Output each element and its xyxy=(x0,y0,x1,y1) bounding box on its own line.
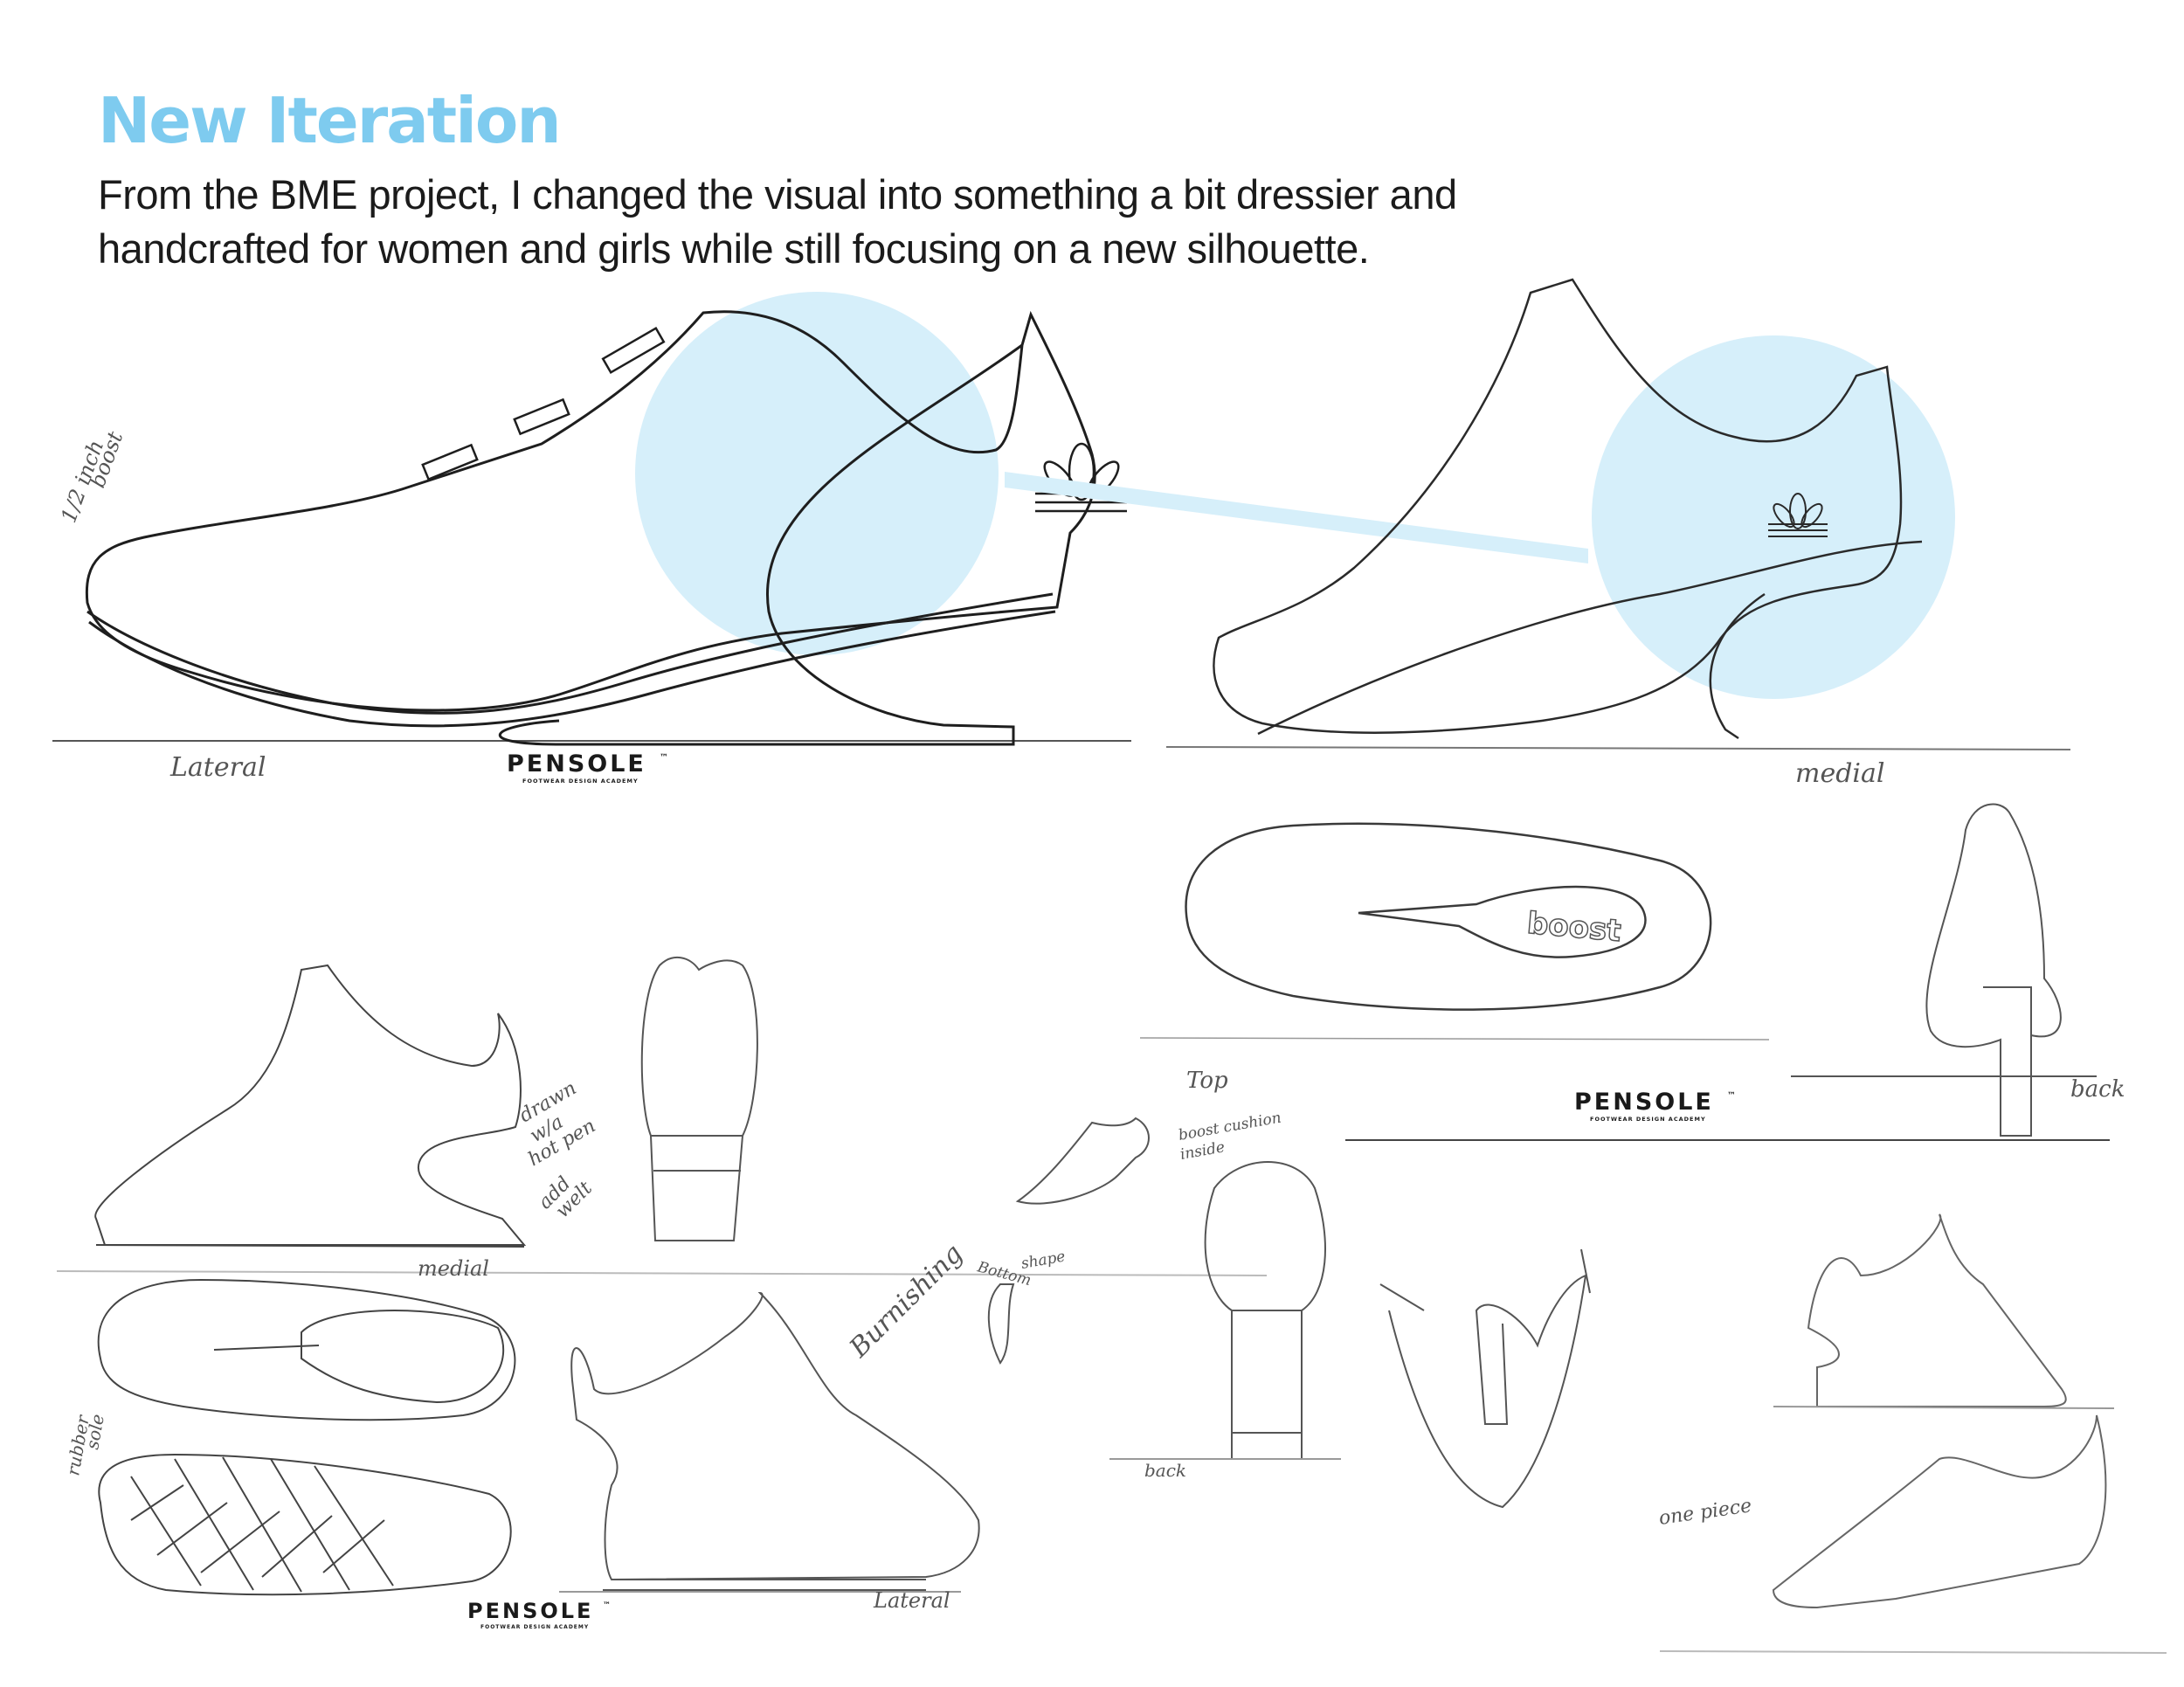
strap-2 xyxy=(513,398,570,436)
sole-band xyxy=(86,592,1054,715)
heel-sketch-lower-right: one piece xyxy=(1657,1414,2167,1654)
annotation-shape: shape xyxy=(1019,1248,1066,1273)
pensole-tagline: FOOTWEAR DESIGN ACADEMY xyxy=(480,1624,589,1630)
trefoil-logo-medial-icon xyxy=(1768,493,1828,537)
page-description: From the BME project, I changed the visu… xyxy=(98,171,1457,272)
upper-outline xyxy=(85,310,1096,712)
heel-sketch-upper-right xyxy=(1773,1213,2115,1409)
upper-outline-medial xyxy=(1213,278,1903,734)
pensole-wordmark: PENSOLE xyxy=(507,750,646,778)
sole-top-sketch xyxy=(97,1278,516,1421)
annotation-top: Top xyxy=(1186,1068,1228,1094)
annotation-medial: medial xyxy=(1795,758,1884,789)
outsole xyxy=(88,610,1056,728)
annotation-boost-cushion: boost cushion xyxy=(1177,1110,1282,1144)
outsole-herringbone-sketch: rubber sole xyxy=(62,1413,512,1596)
boost-wordmark: boost xyxy=(1526,906,1623,949)
boost-window xyxy=(1358,885,1647,958)
highlight-connector xyxy=(1005,472,1588,563)
ground-line-right xyxy=(1165,746,2071,750)
pensole-tagline: FOOTWEAR DESIGN ACADEMY xyxy=(1590,1116,1706,1123)
medial-pencil-sketch: drawn w/a hot pen add welt medial xyxy=(56,964,1268,1281)
annotation-lateral-bottom: Lateral xyxy=(873,1588,950,1613)
heel-curve-medial xyxy=(1257,540,1923,736)
page-title: New Iteration xyxy=(98,84,562,157)
strap-3 xyxy=(601,326,666,375)
annotation-one-piece: one piece xyxy=(1657,1495,1752,1530)
mini-shoe-sketch: boost cushion inside xyxy=(1015,1110,1282,1205)
pensole-logo-right: PENSOLE ™ FOOTWEAR DESIGN ACADEMY xyxy=(1574,1089,1736,1123)
lateral-view-sketch: Lateral 1/2 inch boost PENSOLE ™ FOOTWEA… xyxy=(52,292,1588,785)
pensole-wordmark: PENSOLE xyxy=(1574,1089,1714,1116)
heel-wedge-medial xyxy=(1709,592,1766,740)
strap-1 xyxy=(421,443,479,481)
annotation-burnishing: Burnishing xyxy=(843,1238,969,1364)
medial-view-sketch: medial xyxy=(1165,278,2071,789)
pensole-tm: ™ xyxy=(603,1601,611,1610)
annotation-lateral: Lateral xyxy=(169,752,266,783)
pensole-tm: ™ xyxy=(660,753,668,763)
annotation-back-bottom: back xyxy=(1144,1460,1186,1481)
pensole-logo-bottom: PENSOLE ™ FOOTWEAR DESIGN ACADEMY xyxy=(467,1599,611,1630)
pensole-tm: ™ xyxy=(1727,1091,1736,1101)
toe-detail-sketch xyxy=(1379,1248,1591,1509)
annotation-medial-bottom: medial xyxy=(418,1256,489,1281)
pensole-tagline: FOOTWEAR DESIGN ACADEMY xyxy=(522,778,639,785)
annotation-back-right: back xyxy=(2070,1076,2125,1103)
top-view-outline xyxy=(1185,822,1712,1011)
back-view-sketch-left xyxy=(640,957,758,1241)
back-view-sketch-center: back xyxy=(1109,1161,1341,1481)
top-view-sketch: boost Top PENSOLE ™ FOOTWEAR DESIGN ACAD… xyxy=(1139,822,2110,1141)
burnished-shoe-sketch: Burnishing Lateral xyxy=(559,1238,980,1613)
heel-wedge xyxy=(498,343,1023,746)
pensole-wordmark: PENSOLE xyxy=(467,1599,593,1623)
highlight-circle-left xyxy=(635,292,999,655)
top-view-baseline xyxy=(1139,1037,1770,1041)
back-view-sketch-right: back xyxy=(1791,803,2125,1137)
bottom-shape-sketch: Bottom shape xyxy=(975,1248,1067,1365)
highlight-circle-right xyxy=(1592,335,1955,699)
pensole-logo-top: PENSOLE ™ FOOTWEAR DESIGN ACADEMY xyxy=(507,750,668,785)
